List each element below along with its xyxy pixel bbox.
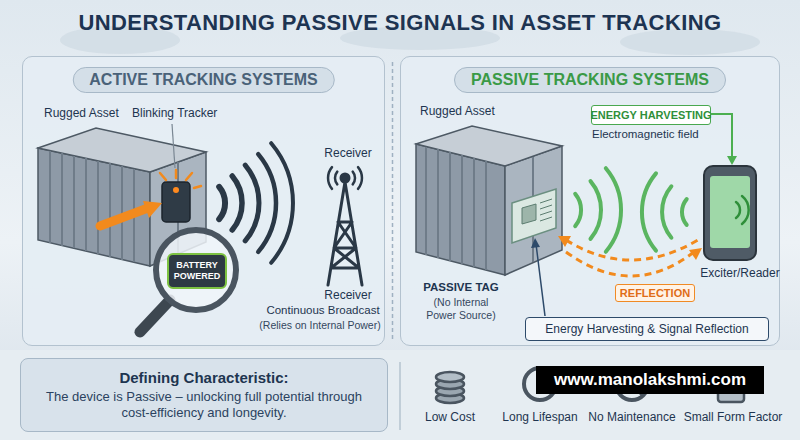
benefit-icons xyxy=(436,393,464,403)
node-text: BATTERY POWERED xyxy=(169,260,225,282)
panel-divider xyxy=(392,62,394,342)
part-name: Rugged Asset xyxy=(420,104,510,118)
benefit-label: Small Form Factor xyxy=(676,410,790,424)
part-name: PASSIVE TAG xyxy=(416,281,506,295)
part-name: Receiver xyxy=(318,146,378,160)
node-text: Defining Characteristic: xyxy=(119,369,288,386)
node-text: ACTIVE TRACKING SYSTEMS xyxy=(72,67,334,93)
node-text: PASSIVE TRACKING SYSTEMS xyxy=(454,67,726,93)
part-name: Electromagnetic field xyxy=(592,128,722,142)
benefit-icons xyxy=(436,372,464,382)
watermark: www.manolakshmi.com xyxy=(536,366,764,394)
system-panel: ACTIVE TRACKING SYSTEMS BATTERY POWERED xyxy=(22,56,385,346)
callout-box: ENERGY HARVESTING xyxy=(591,105,711,125)
bottom-divider xyxy=(399,362,401,430)
benefit-label: Long Lifespan xyxy=(498,410,582,424)
note: (Relies on Internal Power) xyxy=(250,319,390,332)
caption-box: Energy Harvesting & Signal Reflection xyxy=(525,317,769,341)
battery-badge: BATTERY POWERED xyxy=(167,253,227,289)
part-name: Receiver xyxy=(318,288,378,302)
node-text: The device is Passive – unlocking full p… xyxy=(35,389,373,421)
part-name: Exciter/Reader xyxy=(698,266,782,280)
benefit-icons xyxy=(436,386,464,396)
bottom-band xyxy=(0,350,800,440)
node-text: ENERGY HARVESTING xyxy=(590,109,711,121)
benefit-label: Low Cost xyxy=(418,410,482,424)
part-name: Blinking Tracker xyxy=(132,106,232,120)
definition-box: Defining Characteristic: The device is Pa… xyxy=(20,358,388,432)
note: (No Internal Power Source) xyxy=(419,296,503,321)
title: UNDERSTANDING PASSIVE SIGNALS IN ASSET T… xyxy=(0,10,800,36)
node-text: Energy Harvesting & Signal Reflection xyxy=(545,322,748,336)
benefit-icons xyxy=(436,379,464,389)
part-name: Rugged Asset xyxy=(44,106,134,120)
node-text: REFLECTION xyxy=(620,287,690,299)
callout-box: REFLECTION xyxy=(615,284,695,302)
note: Continuous Broadcast xyxy=(258,304,388,318)
benefit-label: No Maintenance xyxy=(584,410,680,424)
